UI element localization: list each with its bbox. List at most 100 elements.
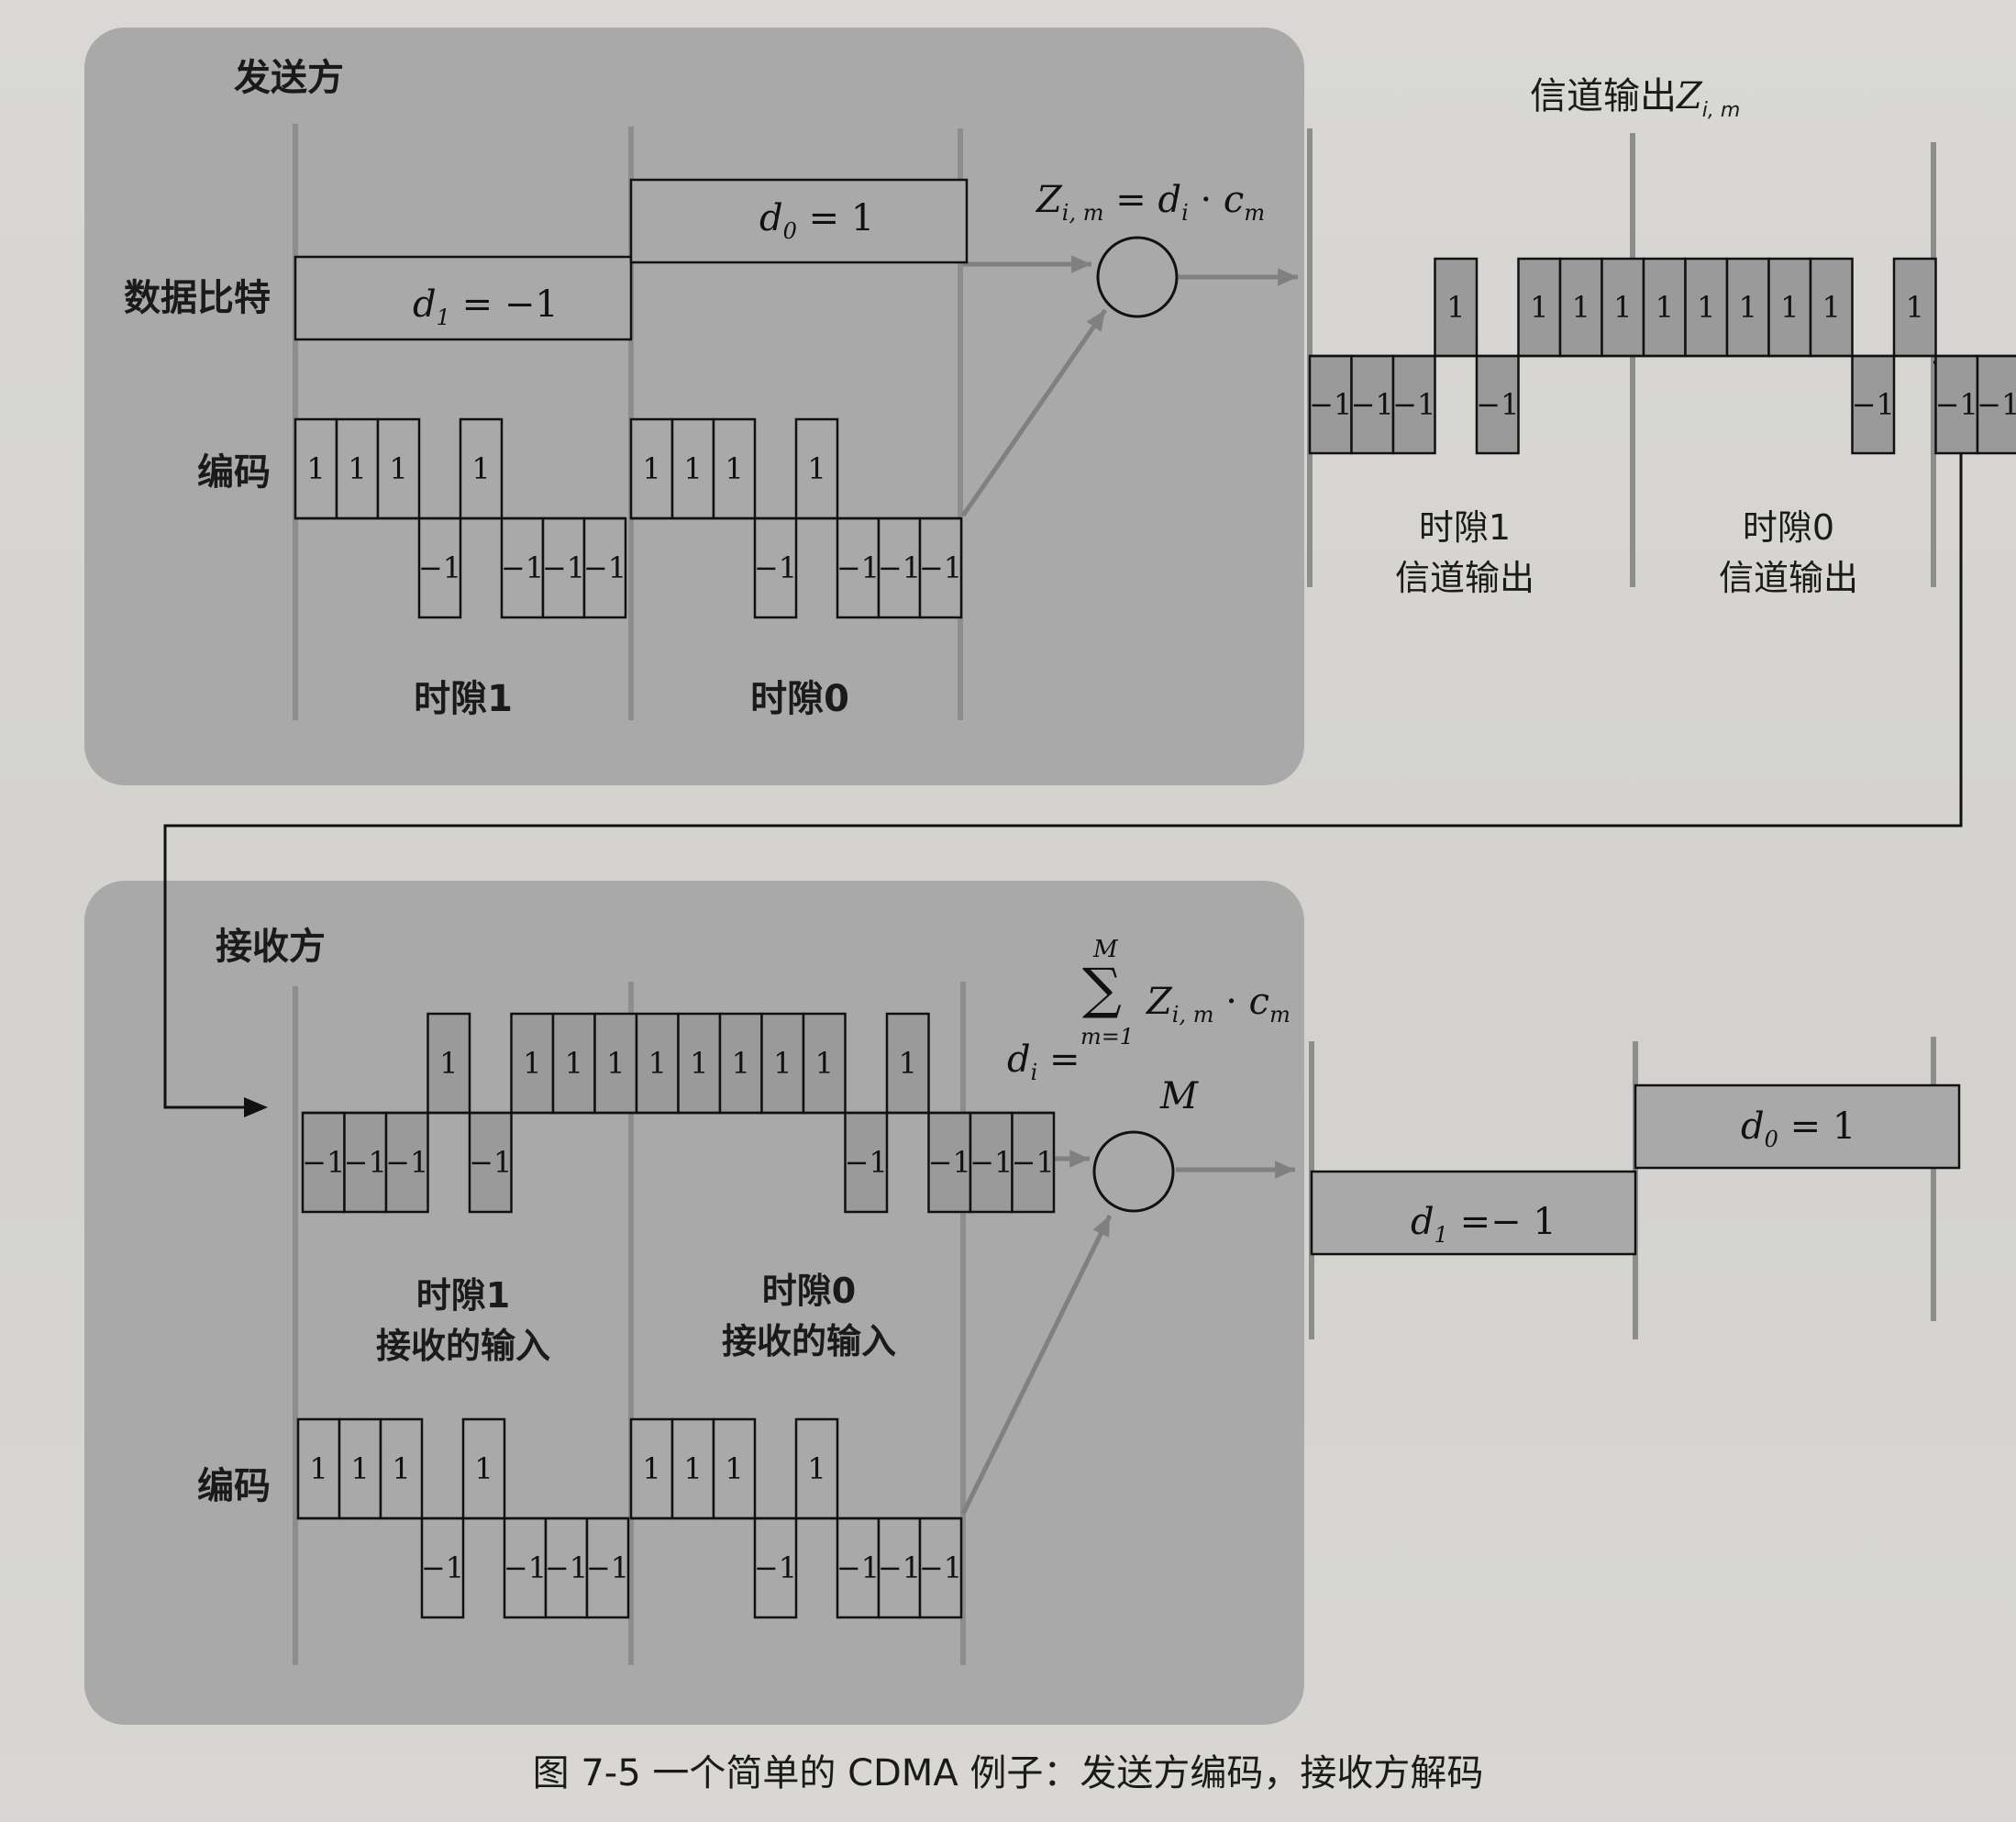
receiver-code-slot0-chip-7: [918, 1516, 963, 1619]
receiver-input-chip-14: [885, 1012, 930, 1115]
channel-chip-2: [1391, 354, 1436, 455]
channel-chip-label-10: 1: [1739, 290, 1757, 325]
sender-bit-d1: d1 = −1: [413, 283, 559, 330]
decoder-sum-top: M: [1093, 936, 1118, 963]
receiver-code-slot0-chip-label-4: 1: [807, 1451, 825, 1486]
receiver-input-chip-label-14: 1: [899, 1046, 917, 1081]
figure-caption: 图 7-5 一个简单的 CDMA 例子：发送方编码，接收方解码: [532, 1752, 1484, 1794]
sender-code-slot0-chip-4: [794, 417, 839, 520]
sender-code-slot0-chip-1: [670, 417, 715, 520]
sender-code-slot1-chip-label-5: −1: [501, 550, 544, 585]
receiver-code-label: 编码: [197, 1465, 271, 1507]
sender-code-slot1-chip-0: [294, 417, 338, 520]
receiver-code-slot1-chip-label-6: −1: [545, 1550, 588, 1585]
decoder-lhs: di =: [1007, 1039, 1080, 1085]
receiver-input-chip-5: [510, 1012, 555, 1115]
receiver-code-slot0-chip-label-2: 1: [725, 1451, 743, 1486]
receiver-input-chip-label-10: 1: [732, 1046, 750, 1081]
receiver-input-chip-6: [551, 1012, 596, 1115]
sender-code-slot1-chip-label-7: −1: [583, 550, 626, 585]
receiver-code-slot0-chip-label-3: −1: [754, 1550, 797, 1585]
sender-code-slot1-chip-4: [459, 417, 504, 520]
receiver-input-chip-label-11: 1: [773, 1046, 792, 1081]
sender-code-slot1-chip-3: [417, 517, 462, 619]
channel-chip-3: [1434, 257, 1479, 358]
receiver-input-chip-label-16: −1: [969, 1145, 1013, 1180]
arrow-code-to-decoder: [960, 1214, 1113, 1516]
receiver-code-slot1-chip-label-3: −1: [421, 1550, 464, 1585]
sender-code-slot1-chip-label-6: −1: [542, 550, 585, 585]
sender-panel: [84, 28, 1304, 785]
decoded-bit-box-1: [1634, 1083, 1961, 1170]
arrow-input-to-decoder-head: [1069, 1150, 1090, 1168]
receiver-input-chip-label-3: 1: [439, 1046, 458, 1081]
receiver-input-chip-label-6: 1: [565, 1046, 583, 1081]
decoded-bit-d1: d1 =− 1: [1411, 1201, 1556, 1248]
receiver-input-chip-label-8: 1: [648, 1046, 667, 1081]
receiver-input-chip-label-2: −1: [385, 1145, 428, 1180]
channel-chip-10: [1725, 257, 1770, 358]
receiver-input-chip-label-4: −1: [469, 1145, 512, 1180]
channel-chip-16: [1976, 354, 2016, 455]
decoded-bit-d0: d0 = 1: [1741, 1105, 1856, 1152]
receiver-code-slot0-chip-2: [712, 1417, 757, 1520]
receiver-code-slot1-chip-2: [379, 1417, 424, 1520]
channel-chip-label-3: 1: [1446, 290, 1465, 325]
channel-chip-label-7: 1: [1613, 290, 1632, 325]
receiver-input-chip-15: [927, 1111, 972, 1214]
sender-code-slot0-chip-label-6: −1: [878, 550, 921, 585]
channel-chip-label-8: 1: [1656, 290, 1674, 325]
channel-chip-label-4: −1: [1476, 387, 1519, 422]
sender-code-slot0-chip-label-2: 1: [725, 451, 743, 486]
receiver-code-slot0-chip-label-6: −1: [878, 1550, 921, 1585]
channel-to-receiver-path: [163, 361, 1963, 1109]
channel-chip-11: [1767, 257, 1812, 358]
sender-slot0-label: 时隙0: [750, 678, 849, 720]
receiver-input-chip-label-9: 1: [690, 1046, 708, 1081]
arrow-code-to-encoder-head: [1086, 310, 1105, 332]
sender-code-slot0-chip-label-4: 1: [807, 451, 825, 486]
sender-bit-box-0: [294, 255, 633, 341]
receiver-input-chip-label-7: 1: [606, 1046, 625, 1081]
receiver-code-slot1-chip-label-0: 1: [309, 1451, 327, 1486]
channel-chip-label-12: 1: [1822, 290, 1841, 325]
sender-code-slot1-chip-2: [376, 417, 421, 520]
sender-code-label: 编码: [197, 451, 271, 494]
decoder-numerator: Zi, m · cm: [1146, 981, 1290, 1028]
receiver-input-chip-10: [718, 1012, 763, 1115]
sender-code-slot1-chip-label-0: 1: [306, 451, 325, 486]
receiver-code-slot1-chip-label-1: 1: [350, 1451, 369, 1486]
decoder-multiplier: [1092, 1130, 1175, 1213]
sender-code-slot1-chip-label-4: 1: [471, 451, 490, 486]
sender-code-slot0-chip-label-5: −1: [836, 550, 880, 585]
receiver-code-slot0-chip-3: [753, 1516, 798, 1619]
receiver-input-chip-label-1: −1: [344, 1145, 387, 1180]
sender-code-slot0-chip-label-1: 1: [683, 451, 702, 486]
receiver-input-chip-17: [1011, 1111, 1056, 1214]
sender-code-slot0-chip-label-3: −1: [754, 550, 797, 585]
arrow-bits-to-encoder-head: [1071, 255, 1091, 273]
channel-chip-label-16: −1: [1977, 387, 2016, 422]
receiver-input-chip-4: [468, 1111, 513, 1214]
receiver-input-chip-2: [384, 1111, 429, 1214]
channel-to-receiver-head: [244, 1097, 268, 1117]
encoder-multiplier: [1096, 236, 1179, 318]
receiver-code-slot0-chip-1: [670, 1417, 715, 1520]
receiver-input-chip-label-15: −1: [928, 1145, 971, 1180]
sender-code-slot0-chip-label-7: −1: [919, 550, 962, 585]
channel-chip-label-0: −1: [1309, 387, 1352, 422]
receiver-code-slot1-chip-label-4: 1: [474, 1451, 493, 1486]
receiver-code-slot1-chip-label-2: 1: [392, 1451, 410, 1486]
channel-chip-label-14: 1: [1906, 290, 1924, 325]
sender-slot1-label: 时隙1: [414, 678, 513, 720]
receiver-input-chip-3: [426, 1012, 471, 1115]
sender-bit-d0: d0 = 1: [759, 197, 875, 244]
receiver-code-slot0-chip-label-5: −1: [836, 1550, 880, 1585]
sender-bit-box-1: [629, 178, 969, 264]
receiver-input-chip-label-13: −1: [845, 1145, 888, 1180]
receiver-code-slot1-chip-label-5: −1: [504, 1550, 547, 1585]
data-bits-label: 数据比特: [124, 277, 271, 319]
